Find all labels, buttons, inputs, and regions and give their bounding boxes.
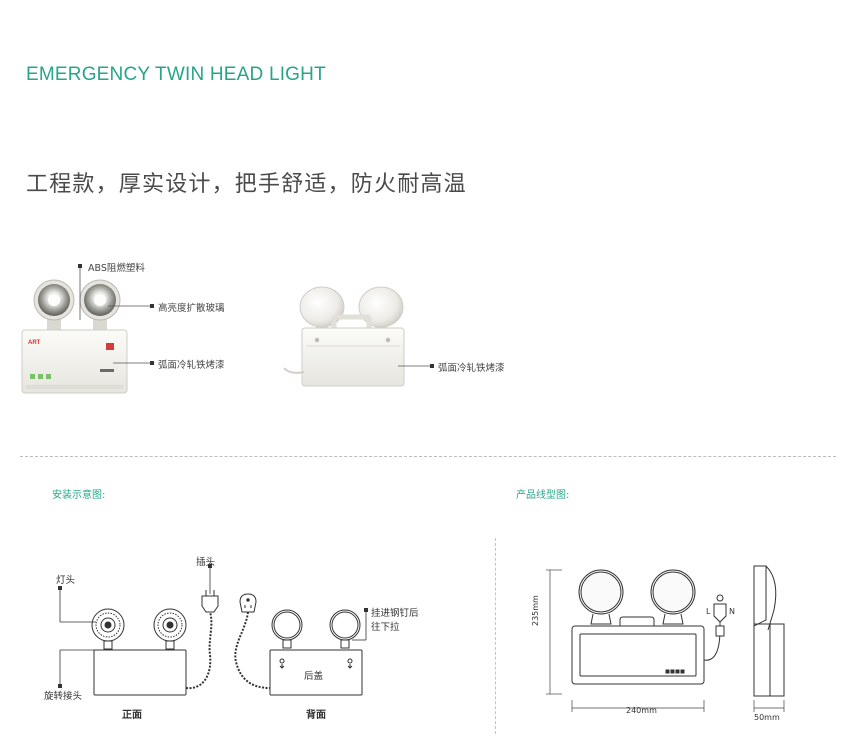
callout-steel-front: 弧面冷轧铁烤漆 [158,360,225,371]
label-plug: 插头 [196,557,216,568]
title-en: EMERGENCY TWIN HEAD LIGHT [26,64,326,85]
label-hook-note-2: 往下拉 [371,622,400,633]
label-back-cover: 后盖 [304,671,324,682]
plug-n-label: N [729,607,735,616]
dim-height-label: 235mm [531,595,540,626]
front-lamp-head-right [153,608,187,650]
brand-mark: ART [28,340,41,346]
back-product-photo [283,286,405,387]
title-cn: 工程款，厚实设计，把手舒适，防火耐高温 [26,172,467,197]
plug-l-label: L [706,607,711,616]
label-front: 正面 [122,710,142,721]
front-product-photo [21,279,128,394]
front-body [93,649,187,696]
back-lamp-head-right [329,609,361,649]
callout-abs: ABS阻燃塑料 [88,263,145,274]
line-section-label: 产品线型图: [516,490,570,501]
back-lamp-head-left [271,609,303,649]
front-lamp-head-left [91,608,125,650]
back-body [269,649,363,696]
section-divider [20,456,836,457]
install-callout-lines [58,564,368,688]
label-lamp-head: 灯头 [56,575,76,586]
callout-steel-back: 弧面冷轧铁烤漆 [438,363,505,374]
label-back: 背面 [306,710,326,721]
dimension-lines [546,569,785,712]
photo-callout-lines [78,264,434,368]
install-section-label: 安装示意图: [52,490,106,501]
line-side-view [753,565,785,697]
line-front-view [571,569,727,685]
plug [201,590,219,613]
label-hook-note-1: 挂进钢钉后 [371,608,419,619]
label-rotate-joint: 旋转接头 [44,691,83,702]
callout-glass: 高亮度扩散玻璃 [158,303,225,314]
section-vertical-divider [495,538,496,734]
dim-width-label: 240mm [626,706,657,715]
wall-plug [239,593,257,613]
dim-depth-label: 50mm [754,713,780,722]
